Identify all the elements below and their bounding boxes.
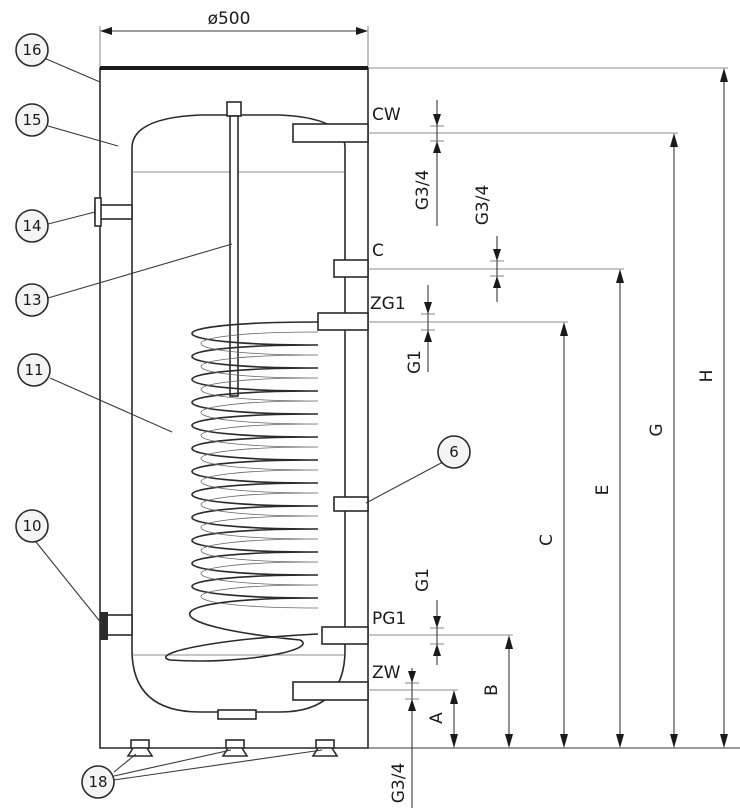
callout-16: 16: [15, 33, 49, 67]
callout-14: 14: [15, 209, 49, 243]
dim-h-label: H: [697, 370, 717, 383]
diameter-dimension: [99, 26, 369, 66]
svg-text:16: 16: [22, 41, 41, 59]
bottom-plug: [217, 709, 257, 720]
pg1-stub: [321, 626, 369, 645]
anode-rod: [226, 101, 242, 397]
conn-cw-label: CW: [372, 105, 401, 125]
connection-stubs: [94, 123, 369, 720]
callout-18: 18: [81, 765, 115, 799]
conn-zw-label: ZW: [372, 663, 401, 683]
conn-zg1-label: ZG1: [370, 294, 406, 314]
callout-leaders: [35, 57, 444, 781]
dim-a-label: A: [427, 712, 447, 724]
conn-c-label: C: [372, 241, 384, 261]
callout-15: 15: [15, 103, 49, 137]
callout-13: 13: [15, 283, 49, 317]
heating-coil: [164, 321, 319, 662]
svg-text:10: 10: [22, 517, 41, 535]
dim-g-label: G: [647, 423, 667, 436]
conn-pg1-label: PG1: [372, 609, 406, 629]
svg-text:6: 6: [449, 443, 459, 461]
callout-10: 10: [15, 509, 49, 543]
zg1-stub: [317, 312, 369, 331]
thread-cw-label: G3/4: [413, 170, 433, 211]
zw-stub: [292, 681, 369, 701]
svg-text:14: 14: [22, 217, 41, 235]
diameter-label: ø500: [208, 9, 251, 29]
svg-text:15: 15: [22, 111, 41, 129]
height-dimensions: [450, 68, 728, 748]
dim-c-label: C: [537, 534, 557, 546]
dim-b-label: B: [482, 684, 502, 696]
thread-zg1-label: G1: [405, 350, 425, 374]
height-leaders: [368, 67, 728, 691]
feet: [126, 739, 339, 757]
callout-11: 11: [17, 353, 51, 387]
c-stub: [333, 259, 369, 278]
thread-pg1-label: G1: [413, 568, 433, 592]
thread-zw-label: G3/4: [389, 763, 409, 804]
cw-stub: [292, 123, 369, 143]
svg-text:18: 18: [88, 773, 107, 791]
svg-text:11: 11: [24, 361, 43, 379]
thread-indicators: [405, 100, 504, 808]
dim-e-label: E: [593, 485, 613, 496]
sensor-stub: [333, 496, 369, 512]
callout-6: 6: [437, 435, 471, 469]
thread-c-label: G3/4: [473, 185, 493, 226]
svg-text:13: 13: [22, 291, 41, 309]
